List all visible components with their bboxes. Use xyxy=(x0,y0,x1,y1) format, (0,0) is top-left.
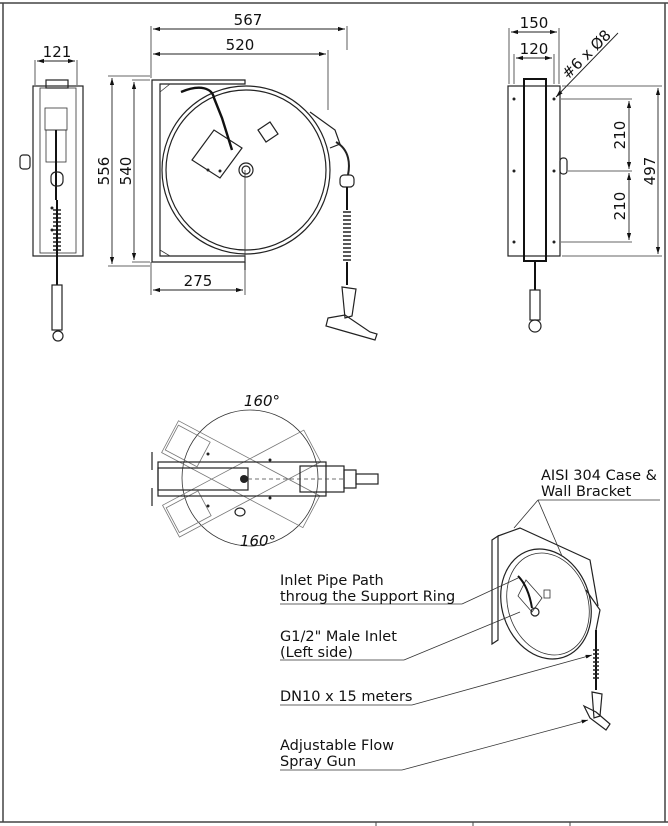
dim-front-556 xyxy=(108,75,150,267)
callout-leaders xyxy=(280,499,660,771)
dim-front-520 xyxy=(153,50,329,110)
dim-rear-150 xyxy=(508,28,560,84)
angle-label-bottom: 160° xyxy=(240,532,276,550)
dim-label-275: 275 xyxy=(184,272,213,290)
callout-spray-gun-line2: Spray Gun xyxy=(280,754,356,770)
front-view xyxy=(151,79,378,341)
dim-label-556: 556 xyxy=(95,157,113,186)
dim-side-width xyxy=(34,58,78,85)
dim-rear-210-497 xyxy=(561,85,662,257)
side-view xyxy=(19,79,84,342)
callout-inlet-path-line2: throug the Support Ring xyxy=(280,589,455,605)
callout-male-inlet-line2: (Left side) xyxy=(280,645,353,661)
dim-rear-120 xyxy=(513,54,555,84)
dim-label-150: 150 xyxy=(520,14,549,32)
dim-label-side-width: 121 xyxy=(43,43,72,61)
dim-label-520: 520 xyxy=(226,36,255,54)
dim-label-497: 497 xyxy=(641,157,659,186)
dim-label-567: 567 xyxy=(234,11,263,29)
dim-front-540 xyxy=(131,79,150,263)
angle-label-top: 160° xyxy=(244,392,280,410)
dim-front-567 xyxy=(150,26,348,78)
callout-inlet-path-line1: Inlet Pipe Path xyxy=(280,573,384,589)
dim-label-210-upper: 210 xyxy=(611,121,629,150)
dim-front-275 xyxy=(150,170,246,295)
callout-hose: DN10 x 15 meters xyxy=(280,689,413,705)
dim-label-120: 120 xyxy=(520,40,549,58)
callout-case-line1: AISI 304 Case & xyxy=(541,468,657,484)
isometric-view xyxy=(491,527,611,731)
callout-spray-gun-line1: Adjustable Flow xyxy=(280,738,394,754)
dim-label-mounting-holes: #6 x Ø8 xyxy=(558,26,614,82)
dim-label-210-lower: 210 xyxy=(611,192,629,221)
top-view xyxy=(151,409,379,547)
callout-male-inlet-line1: G1/2" Male Inlet xyxy=(280,629,397,645)
callout-case-line2: Wall Bracket xyxy=(541,484,632,500)
dim-label-540: 540 xyxy=(117,157,135,186)
rear-view xyxy=(507,78,568,333)
